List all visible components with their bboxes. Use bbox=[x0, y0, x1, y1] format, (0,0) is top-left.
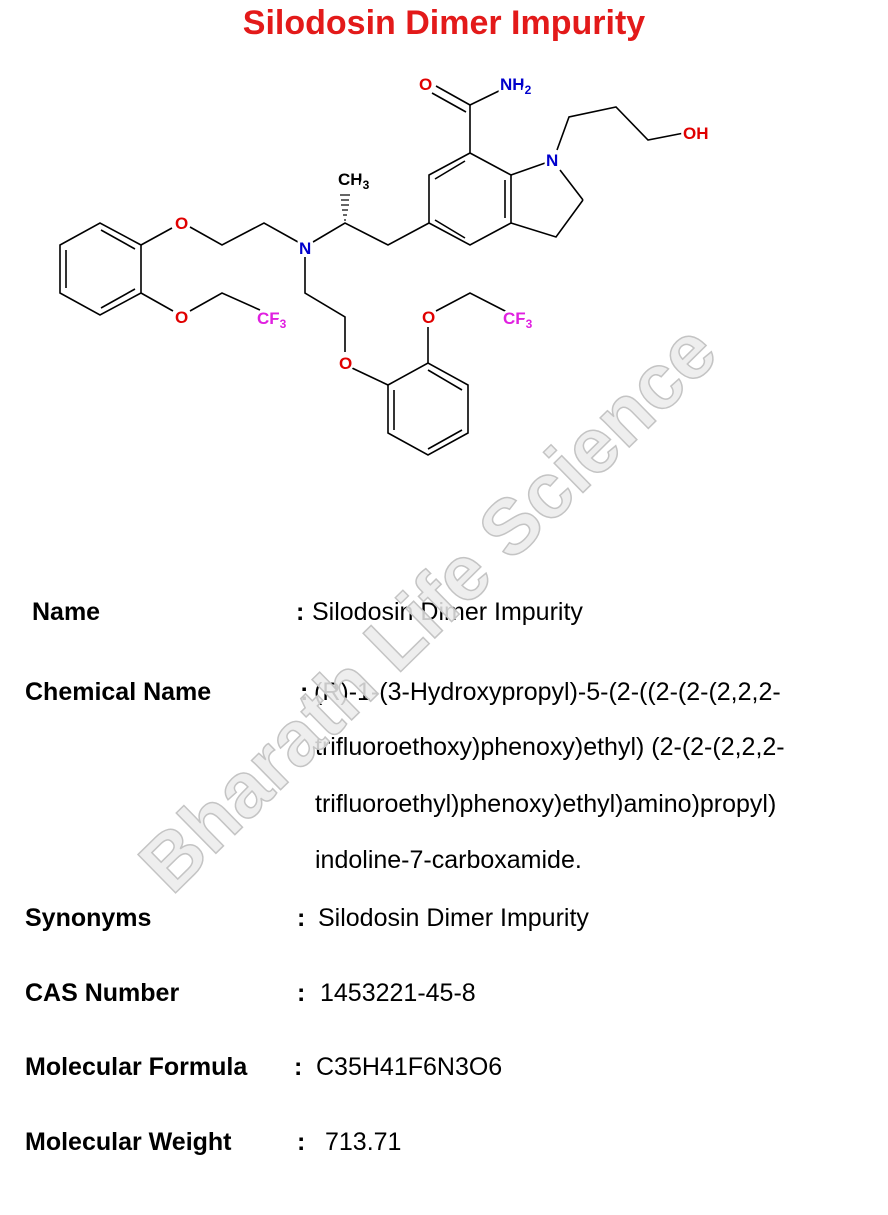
atom-trifluoromethyl: CF3 bbox=[257, 309, 287, 331]
atom-nitrogen: N bbox=[299, 239, 311, 258]
atom-nitrogen: N bbox=[546, 151, 558, 170]
atom-oxygen: O bbox=[175, 214, 188, 233]
atom-hydroxyl: OH bbox=[683, 124, 709, 143]
weight-separator: : bbox=[297, 1128, 306, 1156]
weight-label: Molecular Weight bbox=[25, 1128, 232, 1156]
atom-oxygen: O bbox=[339, 354, 352, 373]
chemical-name-line: trifluoroethyl)phenoxy)ethyl)amino)propy… bbox=[315, 790, 777, 818]
atom-amine: NH2 bbox=[500, 75, 532, 97]
formula-separator: : bbox=[294, 1053, 303, 1081]
weight-value: 713.71 bbox=[325, 1128, 402, 1156]
name-separator: : bbox=[296, 598, 305, 626]
atom-oxygen: O bbox=[422, 308, 435, 327]
cas-separator: : bbox=[297, 979, 306, 1007]
atom-oxygen: O bbox=[175, 308, 188, 327]
atom-methyl: CH3 bbox=[338, 170, 370, 192]
chemical-structure: O NH2 N OH CH3 N O O CF3 O O CF3 bbox=[59, 73, 711, 456]
chemical-name-line: (R)-1-(3-Hydroxypropyl)-5-(2-((2-(2-(2,2… bbox=[314, 678, 781, 706]
synonyms-label: Synonyms bbox=[25, 904, 152, 932]
page-title: Silodosin Dimer Impurity bbox=[242, 4, 646, 42]
chemical-name-label: Chemical Name bbox=[25, 678, 212, 706]
atom-trifluoromethyl: CF3 bbox=[503, 309, 533, 331]
chemical-name-line: indoline-7-carboxamide. bbox=[315, 846, 582, 874]
chemical-name-separator: : bbox=[300, 678, 309, 706]
atom-oxygen: O bbox=[419, 75, 432, 94]
bonds bbox=[59, 85, 685, 456]
formula-value: C35H41F6N3O6 bbox=[316, 1053, 503, 1081]
cas-label: CAS Number bbox=[25, 979, 180, 1007]
name-label: Name bbox=[32, 598, 101, 626]
cas-value: 1453221-45-8 bbox=[320, 979, 476, 1007]
chemical-name-line: trifluoroethoxy)phenoxy)ethyl) (2-(2-(2,… bbox=[315, 733, 785, 761]
name-value: Silodosin Dimer Impurity bbox=[312, 598, 583, 626]
synonyms-value: Silodosin Dimer Impurity bbox=[318, 904, 589, 932]
synonyms-separator: : bbox=[297, 904, 306, 932]
formula-label: Molecular Formula bbox=[25, 1053, 248, 1081]
